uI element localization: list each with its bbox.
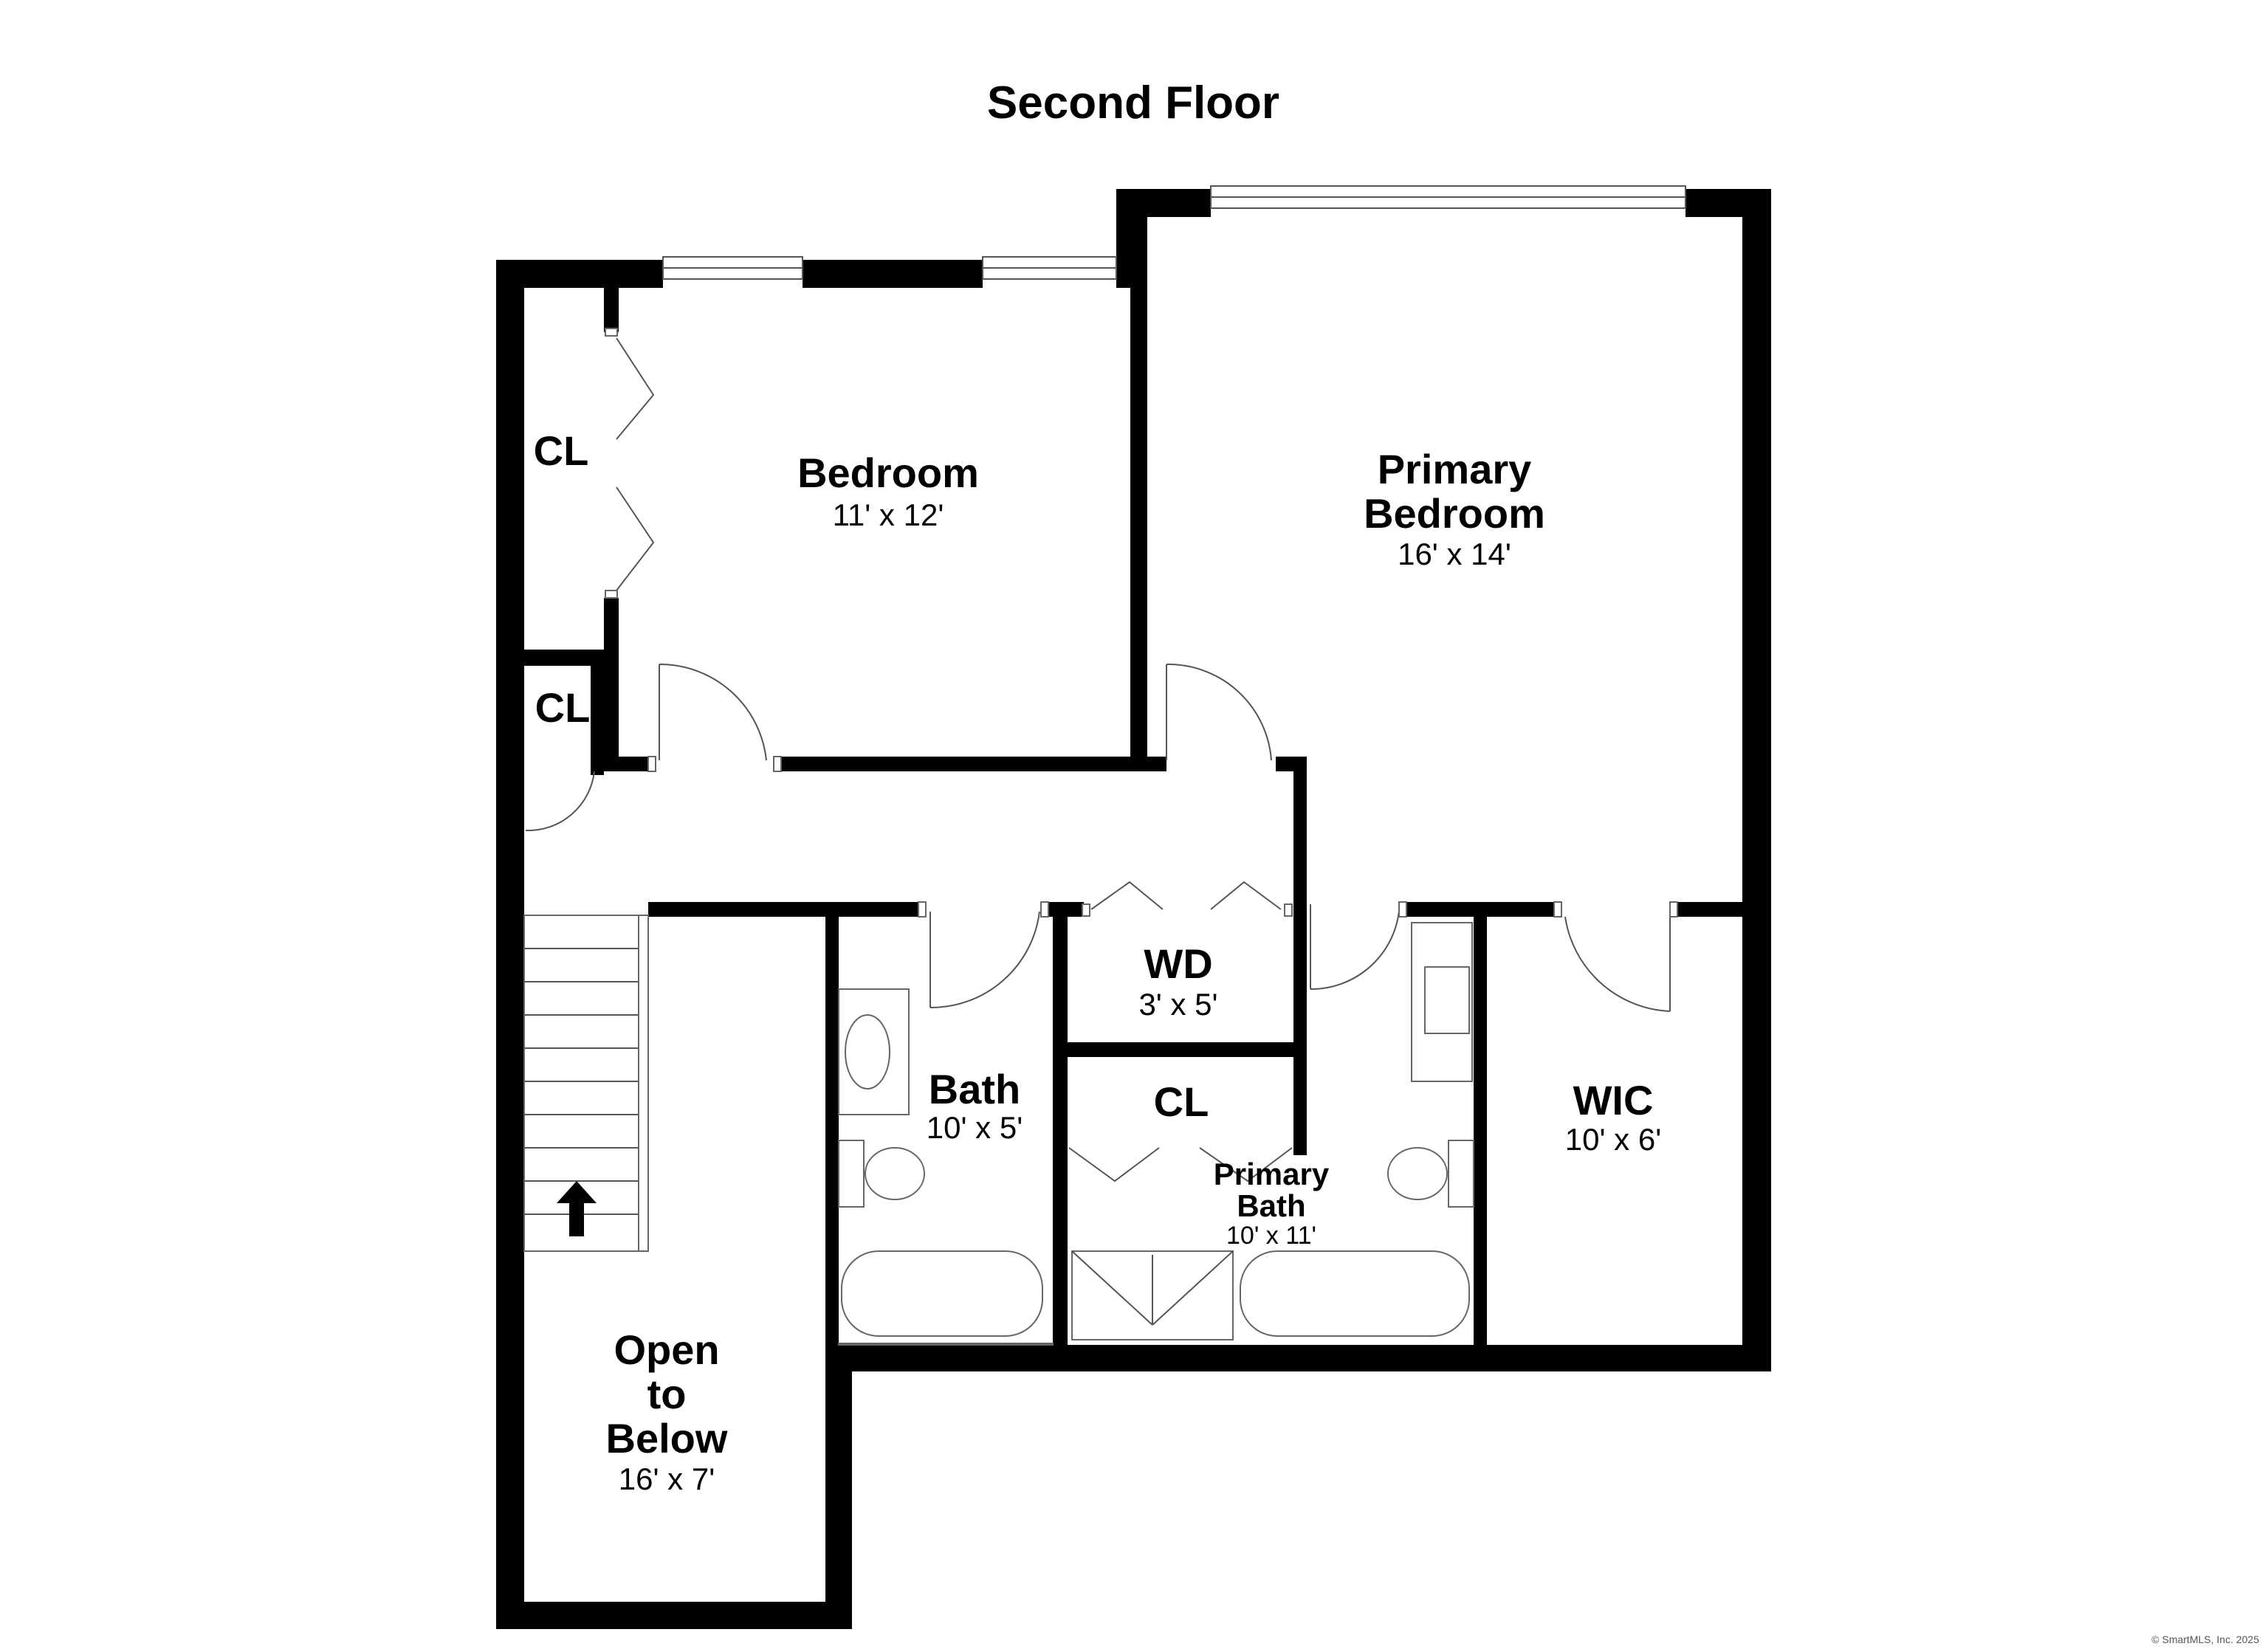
- exterior-walls: [496, 189, 1771, 1629]
- primary-bedroom-name-1: Primary: [1378, 446, 1532, 492]
- bedroom-dims: 11' x 12': [833, 498, 944, 532]
- closet-mid-label: CL: [1154, 1078, 1209, 1125]
- room-labels: CL CL Bedroom 11' x 12' Primary Bedroom …: [534, 427, 1662, 1496]
- wic-name: WIC: [1573, 1077, 1654, 1123]
- wd-name: WD: [1144, 940, 1212, 987]
- doors: [525, 328, 1678, 1182]
- primary-sink-icon: [1424, 966, 1470, 1034]
- closet-top-label: CL: [534, 427, 589, 474]
- open-to-below-name-1: Open: [614, 1326, 719, 1373]
- interior-walls: [524, 288, 1742, 1371]
- bath-dims: 10' x 5': [927, 1110, 1023, 1145]
- primary-bath-name-2: Bath: [1237, 1188, 1305, 1223]
- wic-dims: 10' x 6': [1565, 1122, 1661, 1157]
- arrow-up-icon: [557, 1181, 597, 1236]
- copyright-notice: © SmartMLS, Inc. 2025: [2151, 1633, 2259, 1645]
- bathtub-icon: [841, 1250, 1043, 1337]
- primary-toilet-icon: [1387, 1147, 1448, 1200]
- open-to-below-name-3: Below: [606, 1415, 728, 1462]
- page-title: Second Floor: [987, 78, 1279, 128]
- bath-fixtures: [838, 922, 1474, 1346]
- windows: [662, 185, 1686, 280]
- primary-bathtub-icon: [1240, 1250, 1470, 1337]
- wd-dims: 3' x 5': [1138, 987, 1217, 1022]
- stairs: [523, 915, 649, 1252]
- primary-bath-name-1: Primary: [1214, 1157, 1330, 1191]
- bedroom-name: Bedroom: [797, 450, 979, 496]
- primary-bedroom-dims: 16' x 14': [1398, 537, 1511, 571]
- bath-name: Bath: [929, 1066, 1020, 1112]
- primary-bedroom-name-2: Bedroom: [1364, 490, 1545, 537]
- open-to-below-name-2: to: [647, 1371, 687, 1417]
- sink-icon: [845, 1014, 890, 1089]
- open-to-below-dims: 16' x 7': [619, 1462, 715, 1496]
- closet-small-label: CL: [535, 684, 591, 731]
- primary-bath-dims: 10' x 11': [1226, 1222, 1316, 1250]
- toilet-icon: [865, 1147, 925, 1200]
